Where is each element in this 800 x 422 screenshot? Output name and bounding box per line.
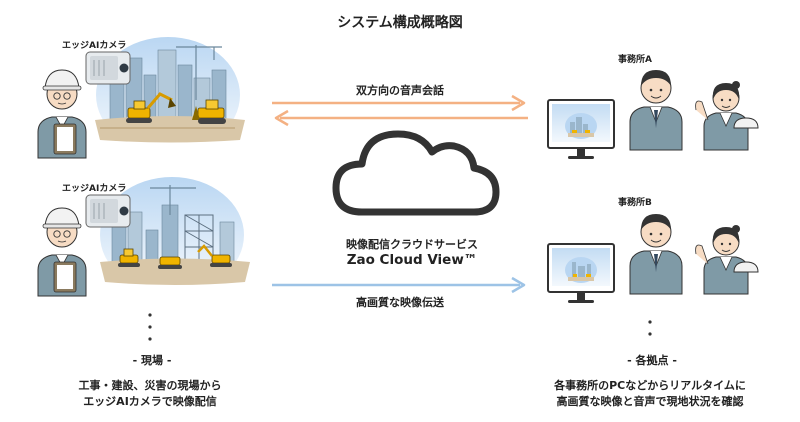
helmet-icon-4 bbox=[733, 261, 759, 273]
construction-scene-2 bbox=[100, 177, 250, 285]
office-b-man bbox=[629, 214, 683, 295]
site-description: 工事・建設、災害の現場からエッジAIカメラで映像配信 bbox=[78, 379, 222, 408]
voice-arrows bbox=[272, 94, 528, 127]
camera-label-2: エッジAIカメラ bbox=[62, 184, 127, 194]
office-label-b: 事務所B bbox=[618, 198, 652, 208]
hub-description: 各事務所のPCなどからリアルタイムに高画質な映像と音声で現地状況を確認 bbox=[554, 379, 746, 408]
cloud-icon bbox=[332, 130, 500, 216]
cloud-service-name: 映像配信クラウドサービス bbox=[346, 238, 478, 251]
site-worker-1 bbox=[37, 69, 87, 159]
video-arrow bbox=[272, 276, 526, 294]
helmet-icon-2 bbox=[44, 207, 80, 227]
bulldozer-icon-2 bbox=[158, 256, 182, 269]
site-section-label: - 現場 - bbox=[132, 354, 172, 367]
office-monitor-b bbox=[547, 243, 615, 303]
helmet-icon bbox=[44, 69, 80, 89]
site-worker-2 bbox=[37, 207, 87, 297]
crane-icon bbox=[176, 45, 222, 100]
bulldozer-icon bbox=[192, 99, 226, 124]
voice-arrow-label: 双方向の音声会話 bbox=[356, 84, 444, 97]
cloud-product-name: Zao Cloud View™ bbox=[346, 252, 478, 268]
diagram-title: システム構成概略図 bbox=[337, 15, 463, 31]
edge-ai-camera-1 bbox=[85, 51, 131, 85]
office-a-man bbox=[629, 70, 683, 151]
edge-ai-camera-2 bbox=[85, 194, 131, 228]
helmet-icon-3 bbox=[733, 117, 759, 129]
hub-more-dots bbox=[648, 320, 652, 336]
hub-section-label: - 各拠点 - bbox=[627, 354, 677, 367]
office-monitor-a bbox=[547, 99, 615, 159]
excavator-icon bbox=[126, 92, 176, 123]
construction-scene-1 bbox=[95, 37, 245, 143]
crane-icon-2 bbox=[150, 185, 196, 215]
office-label-a: 事務所A bbox=[618, 55, 652, 65]
site-more-dots bbox=[148, 313, 152, 341]
office-a-woman bbox=[695, 81, 759, 151]
camera-label-1: エッジAIカメラ bbox=[62, 41, 127, 51]
excavator-icon-3 bbox=[197, 244, 232, 267]
excavator-icon-2 bbox=[118, 248, 140, 267]
office-b-woman bbox=[695, 225, 759, 295]
video-arrow-label: 高画質な映像伝送 bbox=[356, 296, 444, 309]
